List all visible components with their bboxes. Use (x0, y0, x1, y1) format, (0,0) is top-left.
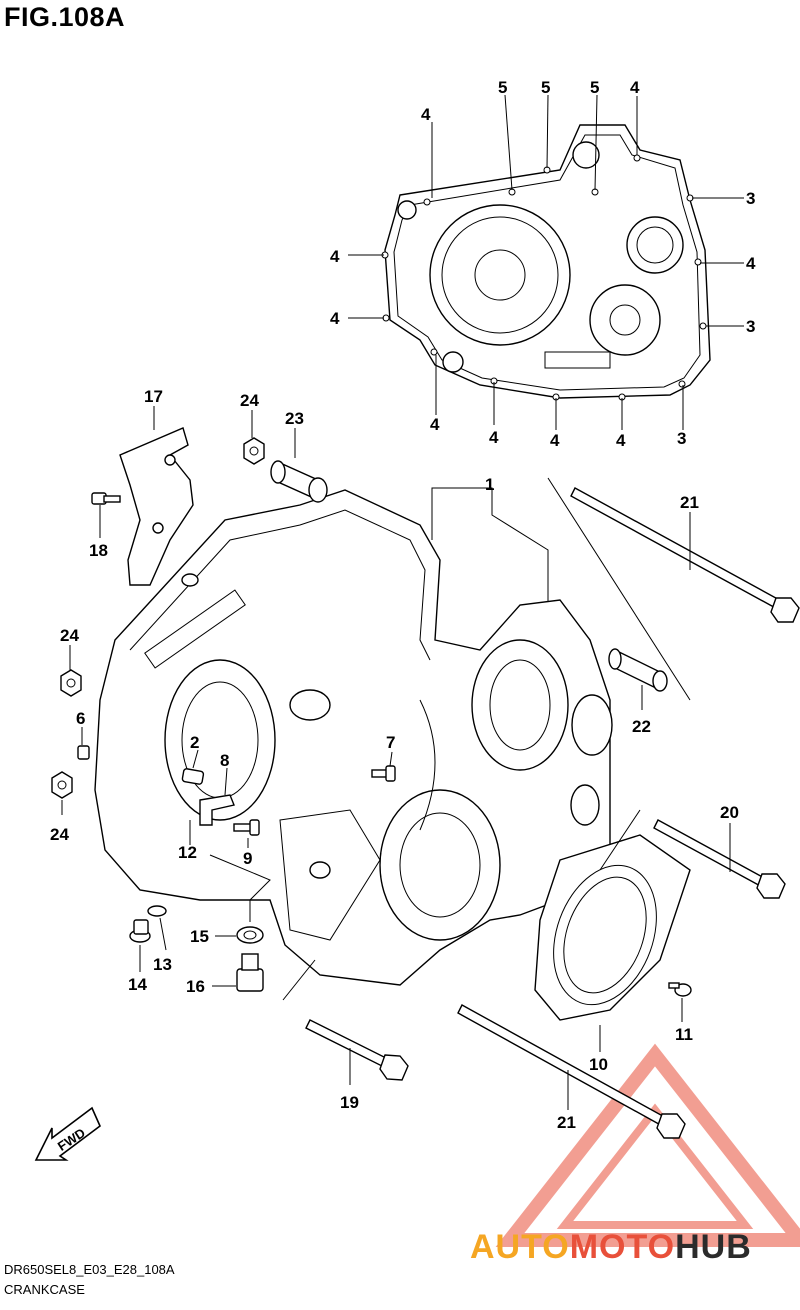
bolt-18 (91, 492, 121, 505)
callout-17: 17 (144, 387, 163, 406)
callout-24-top: 24 (240, 391, 259, 410)
callout-13: 13 (153, 955, 172, 974)
callout-24-lower: 24 (50, 825, 69, 844)
callout-4-h: 4 (550, 431, 560, 450)
crankcase-body (94, 489, 613, 986)
callout-5-b: 5 (541, 78, 550, 97)
callout-4-b: 4 (630, 78, 640, 97)
bushing-23 (270, 460, 328, 503)
callout-24-middle: 24 (60, 626, 79, 645)
callout-19: 19 (340, 1093, 359, 1112)
dowel-6 (77, 745, 90, 760)
washer-13 (147, 905, 167, 917)
leader-lines (61, 94, 744, 1110)
callout-9: 9 (243, 849, 252, 868)
gasket-15 (236, 926, 264, 944)
crankcase-gasket (381, 124, 711, 401)
pin-22 (608, 648, 668, 692)
bolt-19 (305, 1019, 409, 1081)
callout-14: 14 (128, 975, 147, 994)
figure-title: FIG.108A (4, 2, 126, 32)
callout-4-g: 4 (489, 428, 499, 447)
callout-21-top: 21 (680, 493, 699, 512)
callout-20: 20 (720, 803, 739, 822)
callout-1: 1 (485, 475, 494, 494)
callout-3-middle: 3 (746, 317, 755, 336)
callout-3-lower: 3 (677, 429, 686, 448)
callout-23: 23 (285, 409, 304, 428)
watermark-hub: HUB (675, 1228, 752, 1266)
bolt-9 (233, 819, 260, 836)
callout-2: 2 (190, 733, 199, 752)
bolt-20 (653, 819, 786, 899)
callout-16: 16 (186, 977, 205, 996)
callout-4-c: 4 (330, 247, 340, 266)
footer-name: CRANKCASE (4, 1282, 85, 1297)
callout-4-f: 4 (430, 415, 440, 434)
callout-4-a: 4 (421, 105, 431, 124)
callout-4-d: 4 (330, 309, 340, 328)
callout-8: 8 (220, 751, 229, 770)
callout-15: 15 (190, 927, 209, 946)
watermark-moto: MOTO (569, 1228, 676, 1266)
nut-24-middle (60, 669, 82, 697)
bracket-17 (119, 427, 194, 586)
plate-10 (534, 834, 691, 1021)
watermark-auto: AUTO (470, 1228, 570, 1266)
callout-5-c: 5 (590, 78, 599, 97)
bolt-21-top (570, 487, 800, 623)
callout-7: 7 (386, 733, 395, 752)
callout-6: 6 (76, 709, 85, 728)
callout-22: 22 (632, 717, 651, 736)
bolt-21-bottom (457, 1004, 686, 1139)
screw-11 (668, 982, 692, 997)
callout-21-bottom: 21 (557, 1113, 576, 1132)
callout-10: 10 (589, 1055, 608, 1074)
callout-11: 11 (675, 1025, 693, 1044)
callout-4-e: 4 (746, 254, 756, 273)
callout-labels: 1 2 3 3 3 4 4 4 4 4 4 4 4 4 4 5 5 5 6 7 … (50, 78, 756, 1132)
callout-4-i: 4 (616, 431, 626, 450)
nut-24-lower (51, 771, 73, 799)
plug-14 (129, 919, 151, 943)
watermark-logo (495, 1043, 800, 1247)
nut-24-top (243, 437, 265, 465)
callout-5-a: 5 (498, 78, 507, 97)
callout-3-upper: 3 (746, 189, 755, 208)
callout-12: 12 (178, 843, 197, 862)
watermark-text: AUTOMOTOHUB (470, 1228, 752, 1267)
fwd-arrow: FWD (34, 1106, 101, 1161)
dowel-2 (181, 768, 205, 785)
plug-16 (236, 953, 264, 992)
callout-18: 18 (89, 541, 108, 560)
footer-code: DR650SEL8_E03_E28_108A (4, 1262, 175, 1277)
pipe-8 (199, 794, 235, 826)
